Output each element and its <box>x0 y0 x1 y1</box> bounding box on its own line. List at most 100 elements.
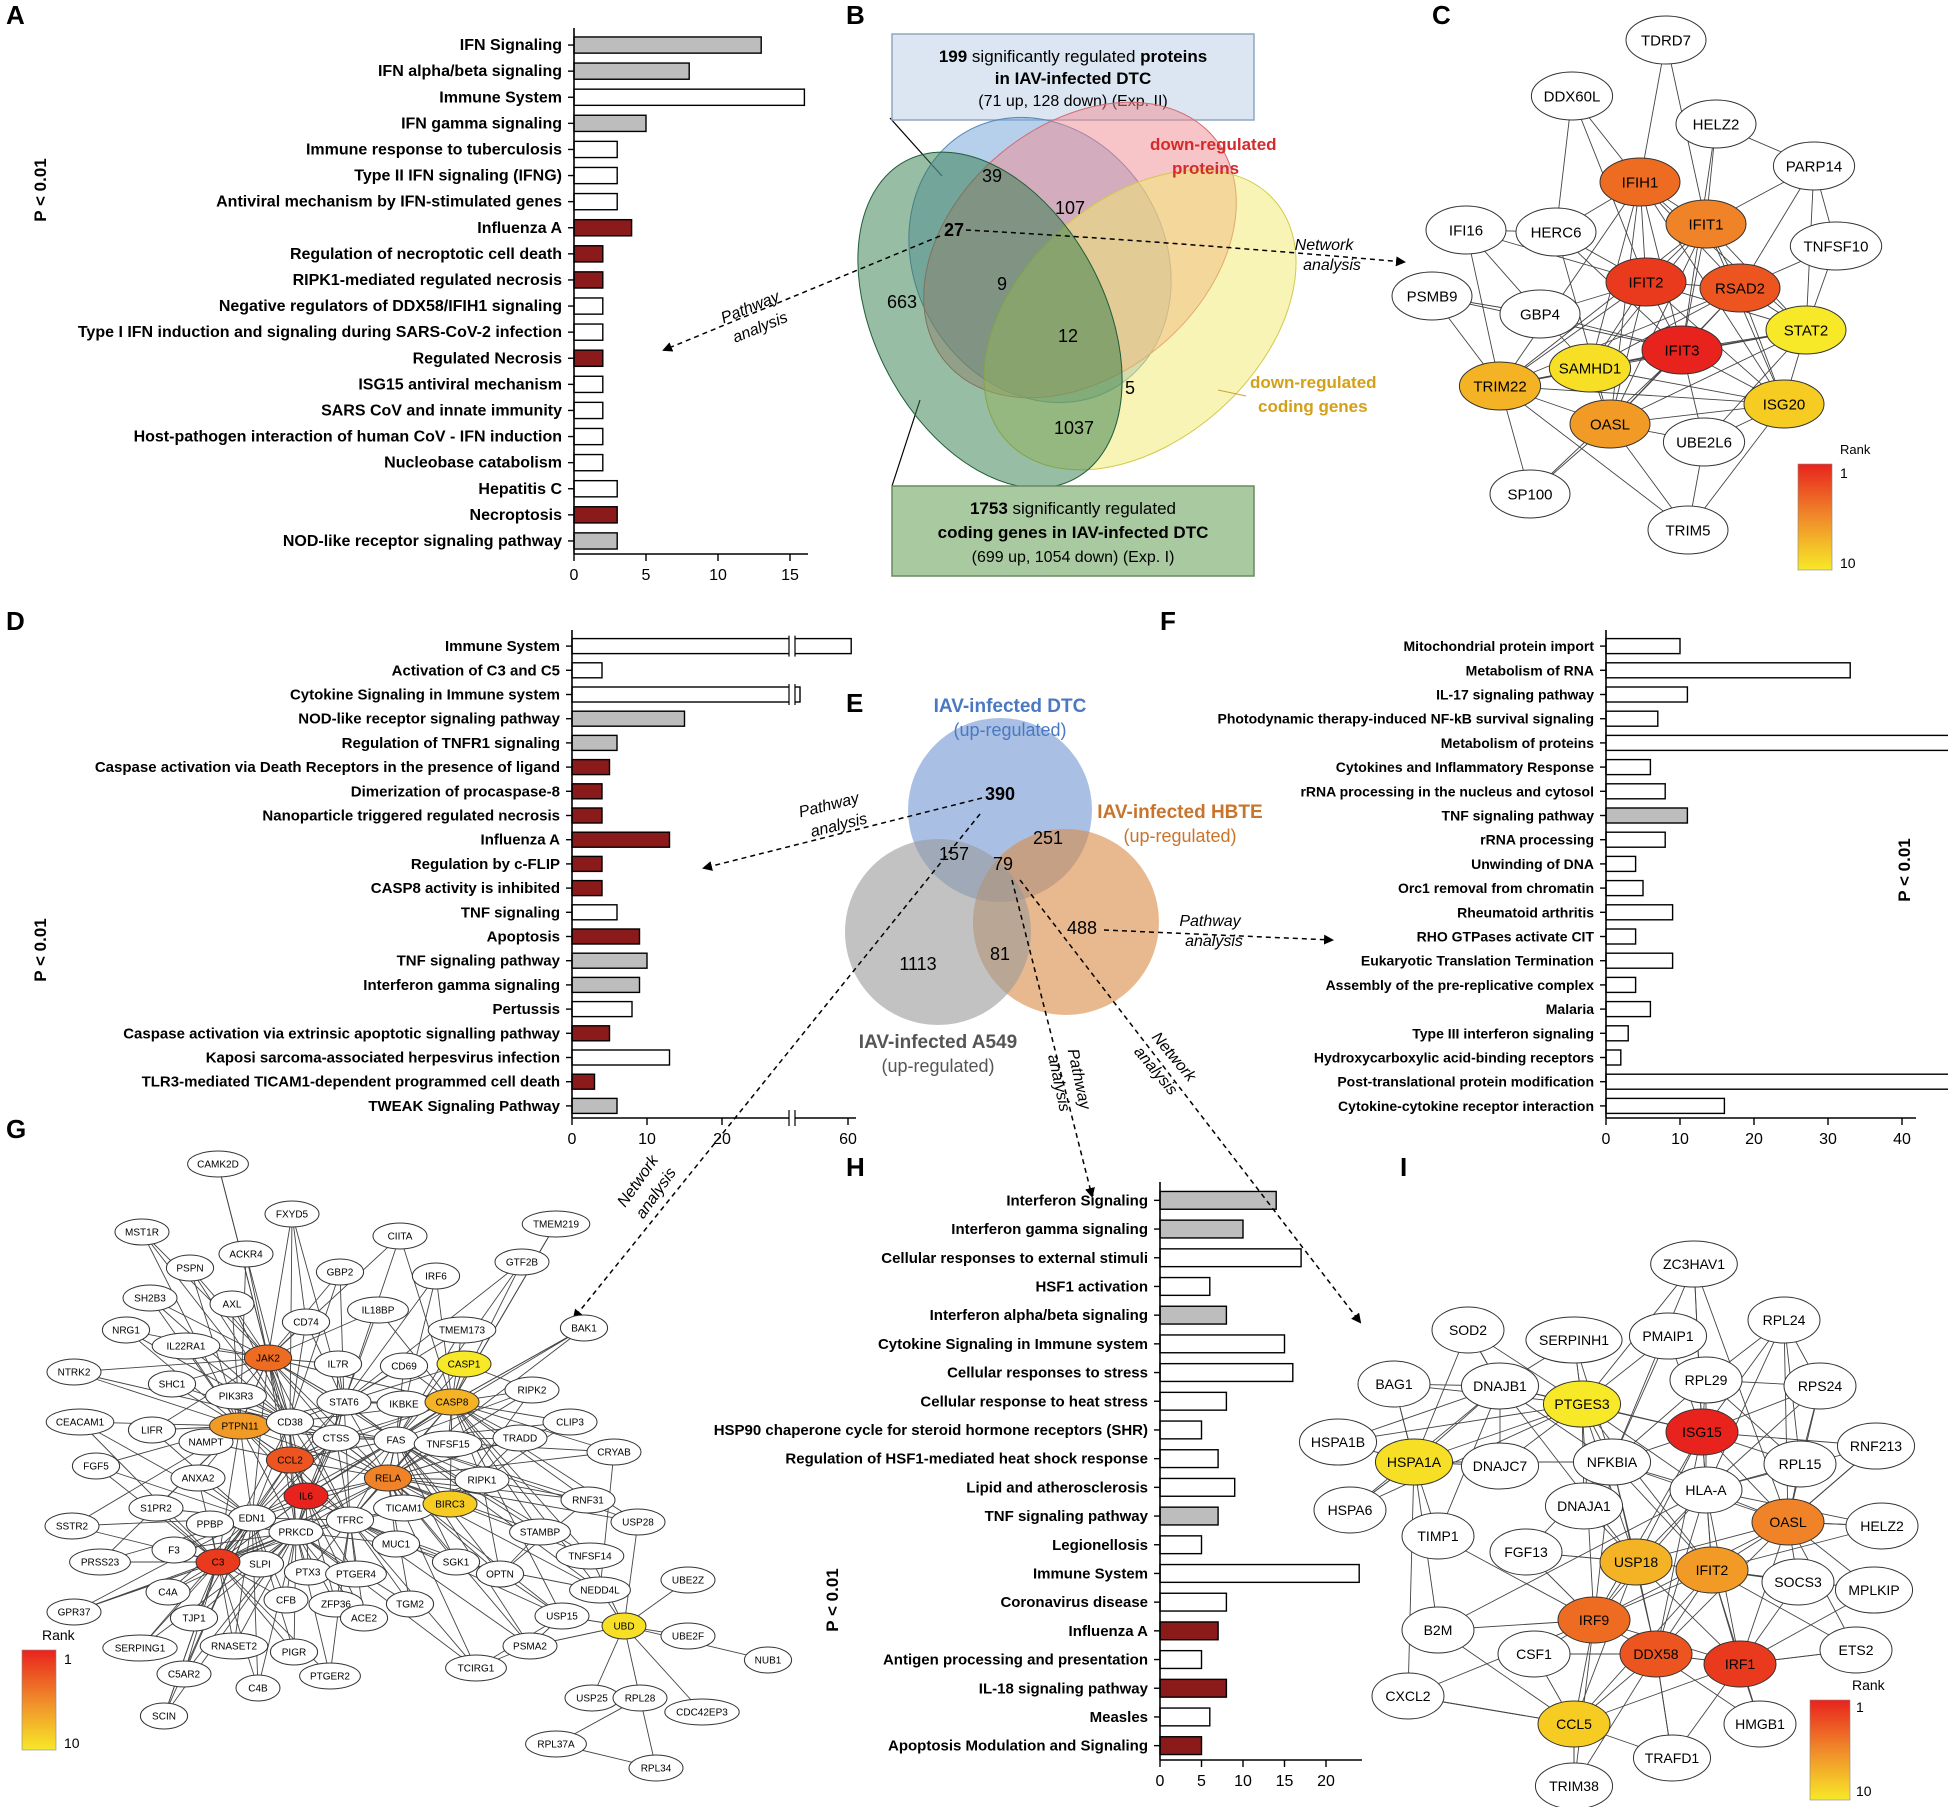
bar <box>1159 1649 1203 1670</box>
category-label: rRNA processing in the nucleus and cytos… <box>1300 783 1594 799</box>
category-label: Regulation by c-FLIP <box>411 856 560 873</box>
node-label: TRIM38 <box>1549 1778 1599 1794</box>
bar <box>1605 904 1674 921</box>
network-edge <box>251 1437 337 1519</box>
node-ctss <box>311 1424 361 1452</box>
bar <box>573 192 618 211</box>
venn-count: 488 <box>1067 918 1097 938</box>
node-label: RNF213 <box>1850 1438 1902 1454</box>
category-label: HSF1 activation <box>1035 1278 1148 1295</box>
category-label: Cytokines and Inflammatory Response <box>1336 759 1595 775</box>
node-casp8 <box>424 1388 480 1416</box>
node-ppbp <box>185 1510 235 1538</box>
node-label: USP15 <box>546 1612 578 1623</box>
node-label: OASL <box>1769 1514 1807 1530</box>
pathway-analysis-label: analysis <box>1185 933 1243 950</box>
node-axl <box>209 1290 255 1318</box>
x-tick-label: 10 <box>638 1131 656 1148</box>
venn-count: 1113 <box>899 954 936 974</box>
bar <box>571 1097 618 1115</box>
category-label: Lipid and atherosclerosis <box>966 1479 1148 1496</box>
node-label: CTSS <box>323 1434 350 1445</box>
node-label: NEDD4L <box>580 1586 620 1597</box>
pathway-arrow-right <box>1103 929 1334 945</box>
network-edge <box>395 1439 531 1647</box>
node-label: CD38 <box>277 1418 303 1429</box>
bar <box>1159 1563 1360 1584</box>
bar <box>1159 1736 1203 1756</box>
node-label: TRIM5 <box>1666 522 1711 539</box>
network-edge <box>481 1479 501 1575</box>
node-label: PRSS23 <box>81 1558 120 1569</box>
x-tick-label: 40 <box>1893 1131 1911 1148</box>
category-label: NOD-like receptor signaling pathway <box>298 711 560 728</box>
node-label: STAMBP <box>520 1528 561 1539</box>
node-irf6 <box>411 1262 461 1290</box>
node-label: PTGER4 <box>336 1570 376 1581</box>
network-edge <box>291 1213 307 1323</box>
node-dnaja1 <box>1544 1482 1624 1530</box>
network-edge <box>387 1477 601 1591</box>
venn-count: 39 <box>982 166 1002 186</box>
node-tradd <box>492 1424 548 1452</box>
node-ackr4 <box>218 1240 274 1268</box>
node-label: CSF1 <box>1516 1646 1552 1662</box>
node-label: IRF1 <box>1725 1656 1756 1672</box>
node-ceacam1 <box>45 1408 115 1436</box>
node-label: HSPA6 <box>1328 1502 1373 1518</box>
node-label: HLA-A <box>1685 1482 1727 1498</box>
category-label: TNF signaling pathway <box>985 1508 1149 1525</box>
network-edge <box>217 1425 241 1563</box>
x-tick-label: 5 <box>642 567 651 584</box>
panel-b-venn: 199 significantly regulated proteins in … <box>662 33 1406 577</box>
network-edge <box>1499 385 1689 531</box>
node-prkcd <box>268 1518 324 1546</box>
network-edge <box>239 1425 253 1519</box>
node-label: TJP1 <box>182 1614 206 1625</box>
node-label: PTGES3 <box>1554 1396 1609 1412</box>
x-tick-label: 60 <box>839 1131 857 1148</box>
network-edge <box>217 1437 337 1563</box>
category-label: Mitochondrial protein import <box>1403 638 1594 654</box>
node-label: RIPK1 <box>468 1476 497 1487</box>
node-label: CD69 <box>391 1362 417 1373</box>
network-edge <box>305 1495 337 1605</box>
node-label: ZC3HAV1 <box>1663 1256 1725 1272</box>
node-label: RPL28 <box>625 1694 656 1705</box>
category-label: Immune System <box>1033 1565 1148 1582</box>
node-label: JAK2 <box>256 1354 280 1365</box>
node-label: IL18BP <box>362 1306 395 1317</box>
node-bag1 <box>1357 1360 1431 1408</box>
network-edge <box>1581 1403 1713 1571</box>
category-label: Orc1 removal from chromatin <box>1398 880 1594 896</box>
x-tick-label: 10 <box>709 567 727 584</box>
bar <box>1605 1097 1726 1115</box>
rank-bottom-label: 10 <box>1856 1783 1872 1799</box>
node-label: HERC6 <box>1531 224 1582 241</box>
venn-count: 9 <box>997 274 1007 294</box>
node-label: NFKBIA <box>1587 1454 1638 1470</box>
network-edge <box>399 1235 453 1403</box>
node-label: CASP8 <box>436 1398 469 1409</box>
node-birc3 <box>422 1490 478 1518</box>
node-label: PSMB9 <box>1407 288 1458 305</box>
coding-genes-summary-box <box>891 485 1255 577</box>
bar <box>573 427 604 446</box>
rank-legend-label: Rank <box>1840 442 1871 457</box>
category-label: Assembly of the pre-replicative complex <box>1326 977 1595 993</box>
network-edge <box>289 1321 307 1423</box>
bar <box>571 855 603 873</box>
node-label: TGM2 <box>396 1600 424 1611</box>
node-label: SOCS3 <box>1774 1574 1822 1590</box>
panel-d-significance-label: P < 0.01 <box>31 918 50 982</box>
category-label: Cytokine-cytokine receptor interaction <box>1338 1098 1594 1114</box>
network-edge <box>185 1345 241 1427</box>
bar <box>1159 1506 1219 1526</box>
category-label: Regulation of TNFR1 signaling <box>342 735 560 752</box>
category-label: Influenza A <box>477 220 562 237</box>
node-label: RPL24 <box>1763 1312 1806 1328</box>
node-c4a <box>145 1578 191 1606</box>
node-mplkip <box>1834 1566 1914 1614</box>
node-label: PTGER2 <box>310 1672 350 1683</box>
network-edge <box>343 1309 379 1403</box>
